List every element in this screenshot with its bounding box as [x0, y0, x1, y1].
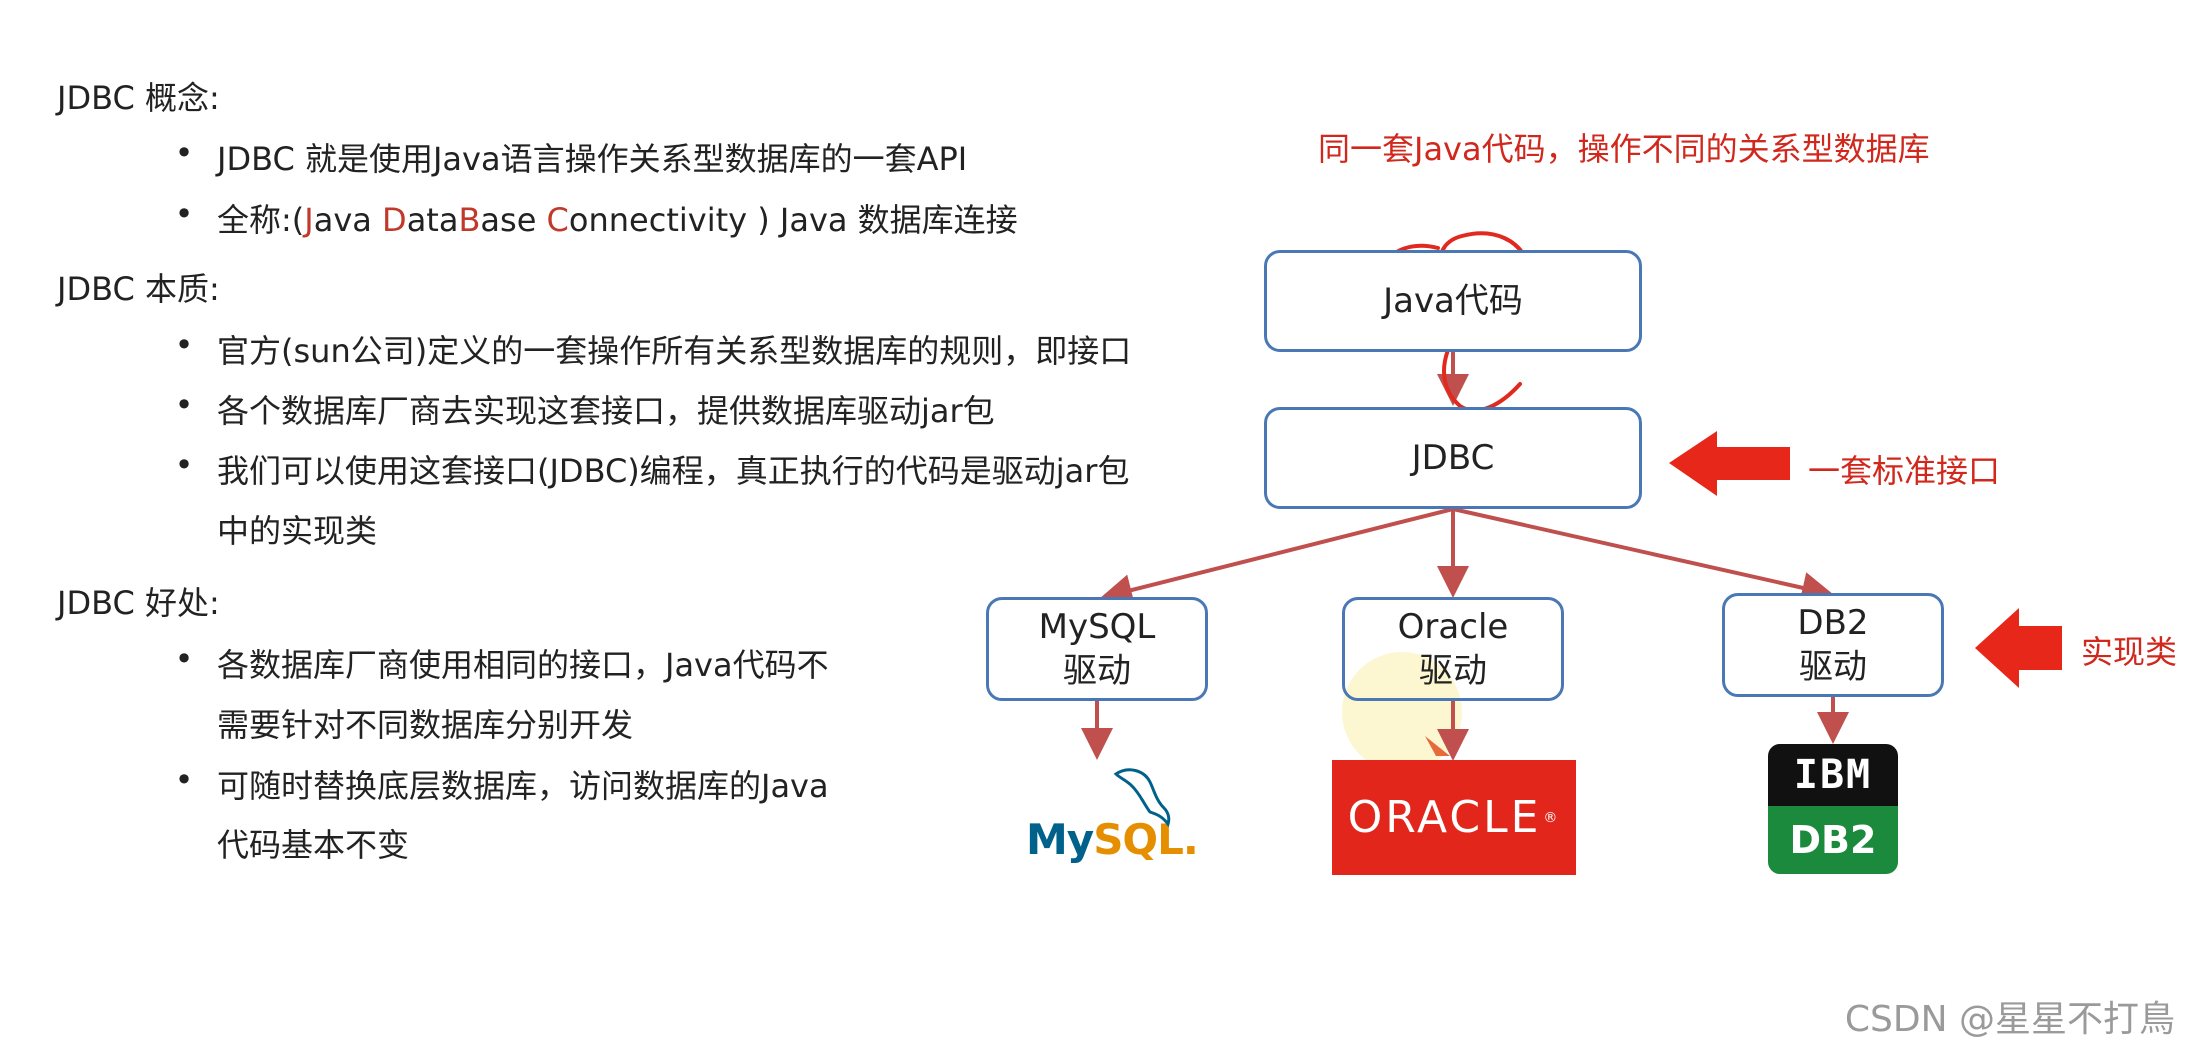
jdbc-annotation: 一套标准接口	[1808, 452, 2001, 490]
mysql-dolphin-icon	[1113, 768, 1171, 828]
impl-annotation: 实现类	[2081, 633, 2178, 671]
essence-heading: JDBC 本质:	[57, 270, 220, 308]
fullname-letter-c: C	[546, 201, 569, 239]
bullet: •	[174, 134, 194, 172]
mysql-logo-my: My	[1026, 815, 1094, 864]
diagram-caption: 同一套Java代码，操作不同的关系型数据库	[1318, 130, 1930, 168]
oracle-logo-reg: ®	[1543, 809, 1561, 826]
jdbc-label: JDBC	[1411, 437, 1495, 478]
driver-label: 驱动	[1063, 651, 1131, 691]
bullet: •	[174, 326, 194, 364]
driver-name: Oracle	[1397, 606, 1509, 647]
bullet: •	[174, 386, 194, 424]
benefit-heading: JDBC 好处:	[57, 584, 220, 622]
arrow-jdbc-to-mysql	[1100, 507, 1454, 606]
essence-item-2: 各个数据库厂商去实现这套接口，提供数据库驱动jar包	[217, 392, 995, 430]
essence-item-3: 我们可以使用这套接口(JDBC)编程，真正执行的代码是驱动jar包	[217, 452, 1130, 490]
fullname-part: ata	[406, 201, 459, 239]
bullet: •	[174, 640, 194, 678]
fullname-letter-j: J	[304, 201, 314, 239]
fullname-part: ava	[313, 201, 383, 239]
ibm-logo-text: IBM	[1768, 744, 1898, 806]
driver-label: 驱动	[1799, 647, 1867, 687]
arrow-to-jdbc-icon	[1669, 431, 1790, 496]
bullet: •	[174, 446, 194, 484]
concept-item-1: JDBC 就是使用Java语言操作关系型数据库的一套API	[217, 140, 968, 178]
concept-item-2: 全称:(Java DataBase Connectivity ) Java 数据…	[217, 195, 1018, 241]
driver-label: 驱动	[1419, 651, 1487, 691]
benefit-item-1: 各数据库厂商使用相同的接口，Java代码不	[217, 646, 829, 684]
fullname-letter-d: D	[382, 201, 407, 239]
essence-item-3-cont: 中的实现类	[217, 512, 378, 550]
driver-name: MySQL	[1038, 606, 1156, 647]
db2-driver-box: DB2 驱动	[1722, 593, 1944, 697]
oracle-driver-box: Oracle 驱动	[1342, 597, 1564, 701]
arrow-to-drivers-icon	[1975, 608, 2062, 688]
mysql-driver-box: MySQL 驱动	[986, 597, 1208, 701]
bullet: •	[174, 195, 194, 233]
mouse-cursor-icon	[1425, 736, 1450, 756]
benefit-item-1-cont: 需要针对不同数据库分别开发	[217, 706, 634, 744]
db2-logo-text: DB2	[1768, 806, 1898, 874]
oracle-logo-text: ORACLE	[1347, 792, 1542, 843]
java-code-label: Java代码	[1383, 280, 1523, 321]
benefit-item-2-cont: 代码基本不变	[217, 826, 410, 864]
bullet: •	[174, 761, 194, 799]
jdbc-box: JDBC	[1264, 407, 1642, 509]
benefit-item-2: 可随时替换底层数据库，访问数据库的Java	[217, 767, 829, 805]
mysql-logo-dot: .	[1182, 815, 1199, 864]
oracle-logo: ORACLE®	[1332, 760, 1576, 875]
watermark: CSDN @星星不打鳥	[1844, 999, 2175, 1040]
essence-item-1: 官方(sun公司)定义的一套操作所有关系型数据库的规则，即接口	[217, 332, 1132, 370]
java-code-box: Java代码	[1264, 250, 1642, 352]
ibm-db2-logo: IBM DB2	[1768, 744, 1898, 874]
fullname-part: onnectivity ) Java 数据库连接	[568, 201, 1018, 239]
fullname-prefix: 全称:(	[217, 201, 305, 239]
arrow-jdbc-to-db2	[1452, 507, 1834, 604]
driver-name: DB2	[1797, 602, 1869, 643]
fullname-letter-b: B	[458, 201, 481, 239]
fullname-part: ase	[480, 201, 547, 239]
concept-heading: JDBC 概念:	[57, 79, 220, 117]
